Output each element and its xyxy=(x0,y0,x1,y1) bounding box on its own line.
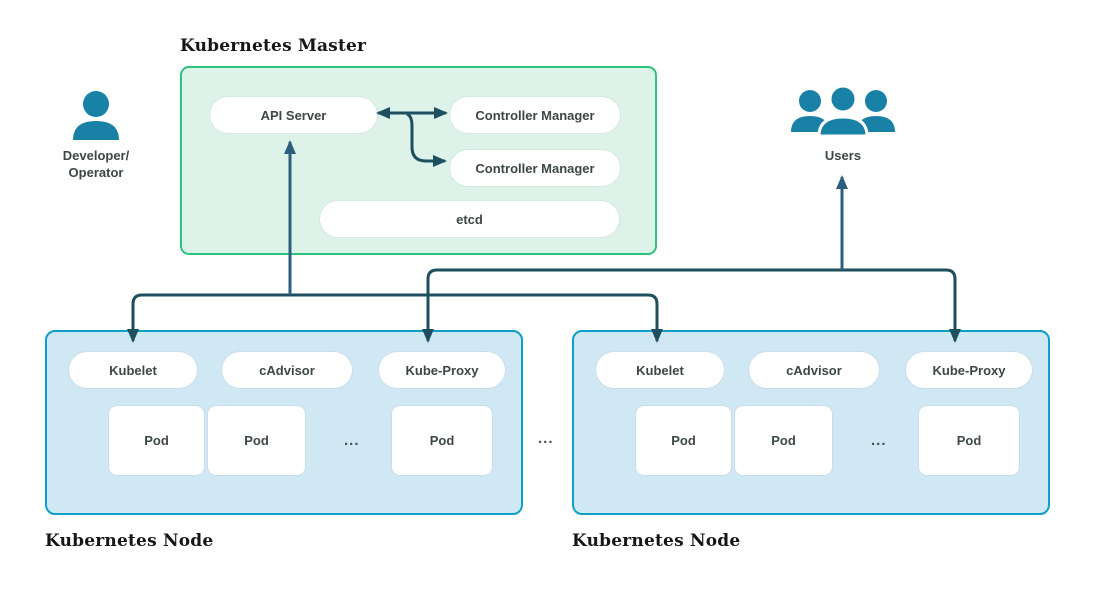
node-2-cadvisor-pill: cAdvisor xyxy=(749,352,879,388)
developer-operator-label-line2: Operator xyxy=(68,165,124,180)
controller-manager-bottom-pill: Controller Manager xyxy=(450,150,620,186)
node-2-kubelet-pill: Kubelet xyxy=(596,352,724,388)
users-label: Users xyxy=(824,148,862,163)
node-1-pod-1: Pod xyxy=(109,406,204,475)
node-2-pod-3: Pod xyxy=(919,406,1019,475)
node-1-pod-3: Pod xyxy=(392,406,492,475)
node-1-kube-proxy-pill: Kube-Proxy xyxy=(379,352,505,388)
nodes-separator-ellipsis: ... xyxy=(538,430,554,447)
api-server-pill: API Server xyxy=(210,97,377,133)
developer-operator-label-line1: Developer/ xyxy=(62,148,130,163)
node-1-title: Kubernetes Node xyxy=(45,531,214,551)
developer-operator-icon xyxy=(73,91,119,140)
master-box: API Server Controller Manager Controller… xyxy=(180,66,657,255)
node-2-kube-proxy-pill: Kube-Proxy xyxy=(906,352,1032,388)
etcd-pill: etcd xyxy=(320,201,619,237)
node-2-title: Kubernetes Node xyxy=(572,531,741,551)
users-icon xyxy=(791,84,895,138)
controller-manager-top-pill: Controller Manager xyxy=(450,97,620,133)
node-1-cadvisor-pill: cAdvisor xyxy=(222,352,352,388)
developer-operator-label: Developer/ Operator xyxy=(45,147,147,181)
node-1-kubelet-pill: Kubelet xyxy=(69,352,197,388)
node-1-pod-2: Pod xyxy=(208,406,305,475)
node-1-box: Kubelet cAdvisor Kube-Proxy Pod Pod ... … xyxy=(45,330,523,515)
node-1-pods-ellipsis: ... xyxy=(344,432,360,449)
node-2-pods-ellipsis: ... xyxy=(871,432,887,449)
node-2-pod-1: Pod xyxy=(636,406,731,475)
node-2-box: Kubelet cAdvisor Kube-Proxy Pod Pod ... … xyxy=(572,330,1050,515)
master-title: Kubernetes Master xyxy=(180,36,367,56)
node-2-pod-2: Pod xyxy=(735,406,832,475)
